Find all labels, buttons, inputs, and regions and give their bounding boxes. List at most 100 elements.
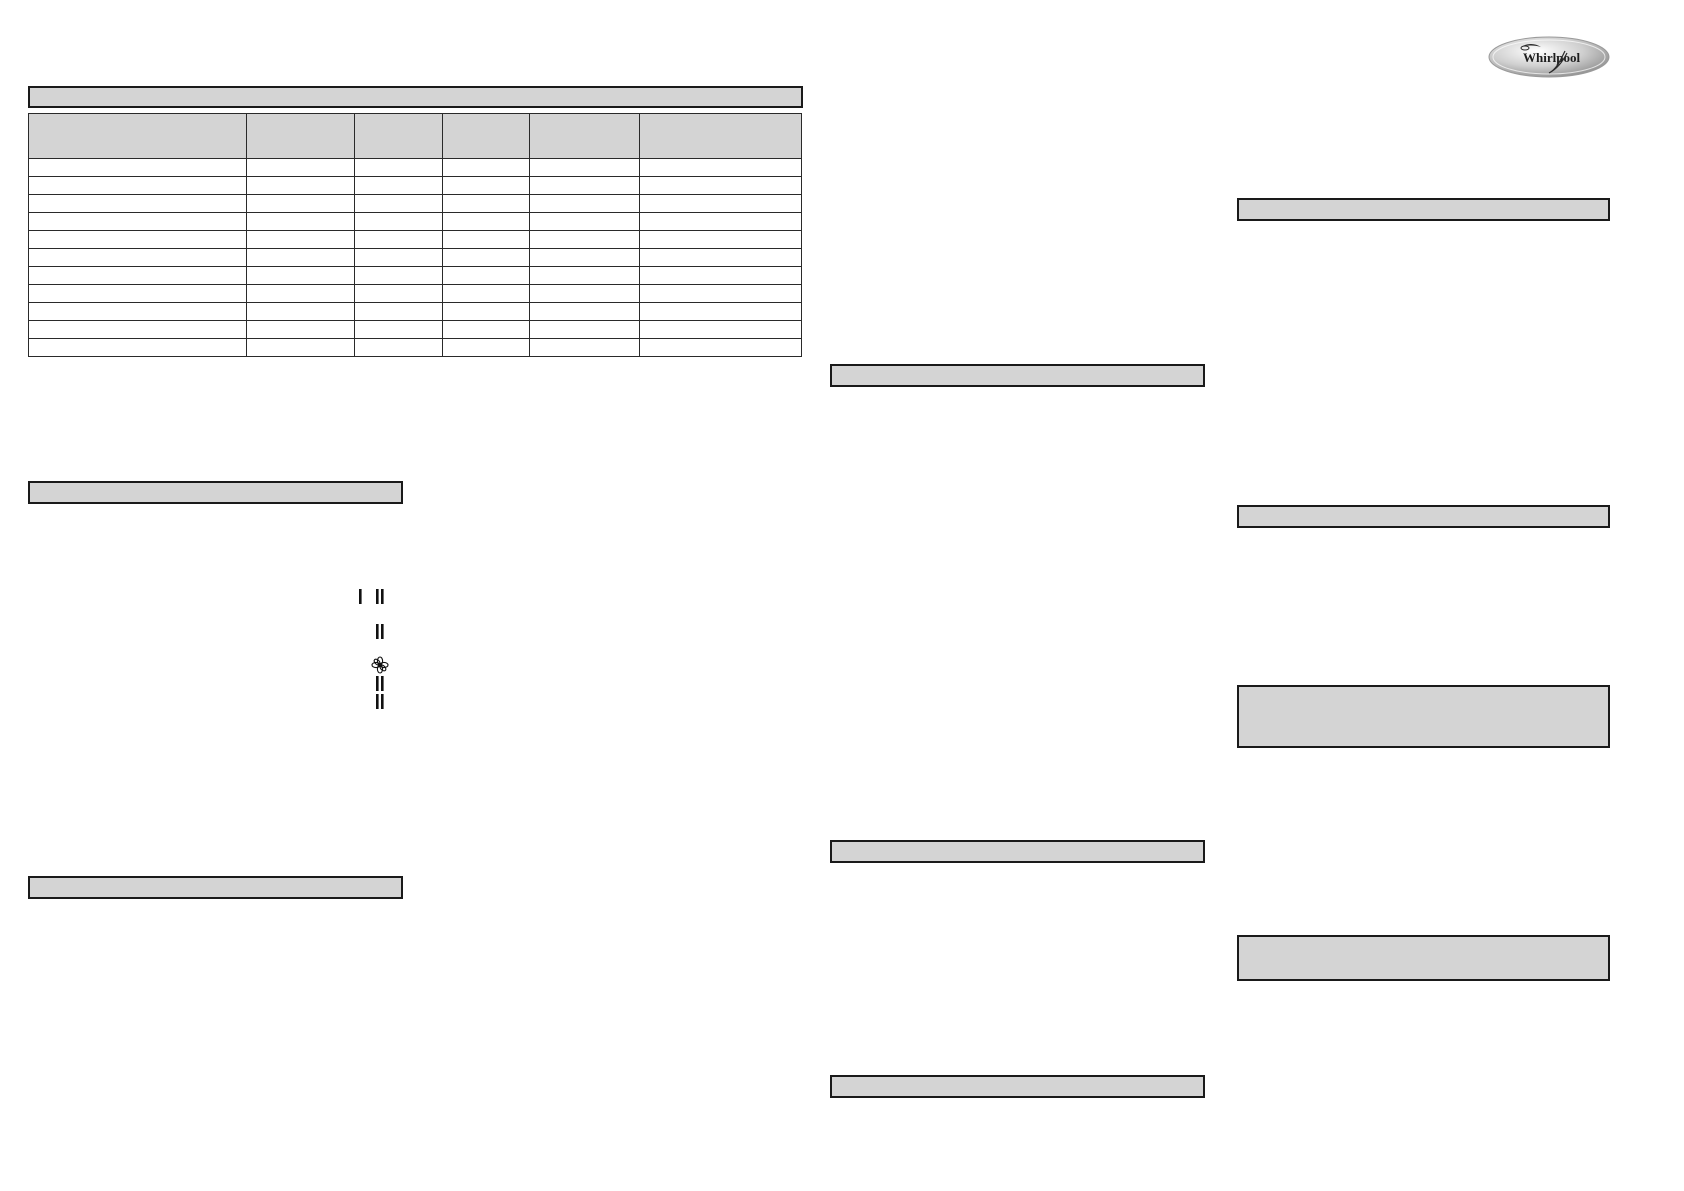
table-row xyxy=(28,266,802,285)
table-cell xyxy=(529,266,640,285)
table-cell xyxy=(639,194,802,213)
table-cell xyxy=(442,248,530,267)
table-cell xyxy=(354,284,443,303)
table-row xyxy=(28,158,802,177)
table-row xyxy=(28,284,802,303)
symbol-row-1 xyxy=(340,587,400,607)
table-cell xyxy=(442,338,530,357)
table-cell xyxy=(246,212,355,231)
double-bar-icon xyxy=(376,676,384,691)
table-cell xyxy=(354,158,443,177)
table-cell xyxy=(28,284,247,303)
table-cell xyxy=(639,158,802,177)
table-cell xyxy=(639,320,802,339)
section-header-right-1 xyxy=(1237,198,1610,221)
table-cell xyxy=(442,266,530,285)
table-cell xyxy=(28,176,247,195)
notice-box-right-1 xyxy=(1237,685,1610,748)
fan-flower-icon xyxy=(371,656,389,674)
table-cell xyxy=(246,338,355,357)
symbol-row-3 xyxy=(340,655,400,675)
table-cell xyxy=(639,176,802,195)
table-cell xyxy=(246,158,355,177)
symbol-row-5 xyxy=(340,692,400,712)
specification-table xyxy=(28,113,802,357)
table-header-cell xyxy=(639,113,802,159)
table-cell xyxy=(529,248,640,267)
table-cell xyxy=(354,302,443,321)
table-cell xyxy=(442,230,530,249)
table-cell xyxy=(28,158,247,177)
table-cell xyxy=(28,194,247,213)
table-cell xyxy=(354,338,443,357)
table-cell xyxy=(639,212,802,231)
table-cell xyxy=(28,230,247,249)
table-cell xyxy=(639,284,802,303)
table-cell xyxy=(246,194,355,213)
table-cell xyxy=(354,212,443,231)
table-cell xyxy=(442,320,530,339)
table-cell xyxy=(28,320,247,339)
symbol-row-2 xyxy=(340,622,400,642)
section-header-left-2 xyxy=(28,876,403,899)
table-cell xyxy=(529,212,640,231)
switch-position-i-ii-icon xyxy=(359,589,384,604)
symbol-row-4 xyxy=(340,674,400,694)
table-row xyxy=(28,230,802,249)
table-row xyxy=(28,248,802,267)
table-cell xyxy=(246,320,355,339)
table-cell xyxy=(354,320,443,339)
table-row xyxy=(28,320,802,339)
table-cell xyxy=(246,302,355,321)
table-cell xyxy=(639,302,802,321)
table-row xyxy=(28,302,802,321)
table-cell xyxy=(246,230,355,249)
table-cell xyxy=(529,284,640,303)
table-cell xyxy=(529,320,640,339)
logo-badge-icon: Whirlpool xyxy=(1488,36,1610,78)
table-cell xyxy=(442,302,530,321)
table-cell xyxy=(246,284,355,303)
table-cell xyxy=(354,248,443,267)
table-cell xyxy=(28,302,247,321)
table-cell xyxy=(442,158,530,177)
table-header-cell xyxy=(246,113,355,159)
table-cell xyxy=(354,176,443,195)
double-bar-icon xyxy=(376,624,384,639)
section-header-left-1 xyxy=(28,481,403,504)
table-cell xyxy=(529,338,640,357)
notice-box-right-2 xyxy=(1237,935,1610,981)
section-header-technical-data xyxy=(28,86,803,108)
table-cell xyxy=(354,194,443,213)
table-cell xyxy=(28,212,247,231)
table-cell xyxy=(529,176,640,195)
table-cell xyxy=(529,302,640,321)
table-cell xyxy=(639,266,802,285)
table-row xyxy=(28,212,802,231)
table-cell xyxy=(246,266,355,285)
table-cell xyxy=(639,248,802,267)
table-cell xyxy=(442,212,530,231)
whirlpool-logo: Whirlpool xyxy=(1487,35,1611,79)
table-cell xyxy=(442,176,530,195)
table-cell xyxy=(529,230,640,249)
table-cell xyxy=(246,248,355,267)
table-cell xyxy=(354,230,443,249)
table-cell xyxy=(442,284,530,303)
section-header-middle-3 xyxy=(830,1075,1205,1098)
table-cell xyxy=(442,194,530,213)
table-cell xyxy=(28,338,247,357)
table-cell xyxy=(28,248,247,267)
double-bar-icon xyxy=(376,694,384,709)
logo-wordmark: Whirlpool xyxy=(1523,50,1580,65)
table-header-cell xyxy=(529,113,640,159)
table-row xyxy=(28,176,802,195)
table-header-cell xyxy=(354,113,443,159)
section-header-middle-1 xyxy=(830,364,1205,387)
table-header-row xyxy=(28,113,802,159)
table-cell xyxy=(639,338,802,357)
table-cell xyxy=(28,266,247,285)
section-header-middle-2 xyxy=(830,840,1205,863)
table-cell xyxy=(354,266,443,285)
table-header-cell xyxy=(442,113,530,159)
